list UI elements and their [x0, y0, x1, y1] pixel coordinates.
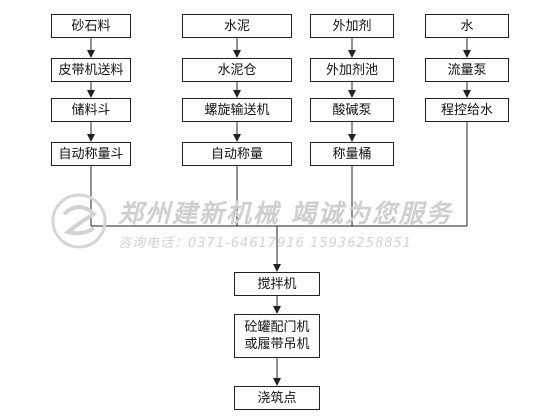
process-box-col2-step2: 水泥仓 [182, 58, 292, 82]
watermark-logo-icon [50, 192, 108, 254]
process-box-col4-step2: 流量泵 [425, 58, 509, 82]
process-box-col1-step2: 皮带机送料 [51, 58, 131, 82]
process-box-col4-step1: 水 [425, 14, 509, 38]
process-box-col3-step3: 酸碱泵 [310, 98, 394, 122]
process-box-col3-step1: 外加剂 [310, 14, 394, 38]
process-box-col3-step4: 称量桶 [310, 142, 394, 166]
process-box-col2-step3: 螺旋输送机 [182, 98, 292, 122]
process-box-col2-step4: 自动称量 [182, 142, 292, 166]
watermark-contact-text: 咨询电话：0371-64617916 15936258851 [118, 236, 413, 251]
process-box-col3-step2: 外加剂池 [310, 58, 394, 82]
process-box-col1-step4: 自动称量斗 [51, 142, 131, 166]
process-box-col1-step3: 储料斗 [51, 98, 131, 122]
process-box-col4-step3: 程控给水 [425, 98, 509, 122]
main-process-box-1: 搅拌机 [234, 272, 320, 296]
main-process-box-3: 浇筑点 [234, 386, 320, 410]
process-box-col1-step1: 砂石料 [51, 14, 131, 38]
watermark-company-text: 郑州建新机械 竭诚为您服务 [118, 199, 453, 228]
main-process-box-2: 砼罐配门机 或履带吊机 [234, 314, 320, 358]
process-box-col2-step1: 水泥 [182, 14, 292, 38]
